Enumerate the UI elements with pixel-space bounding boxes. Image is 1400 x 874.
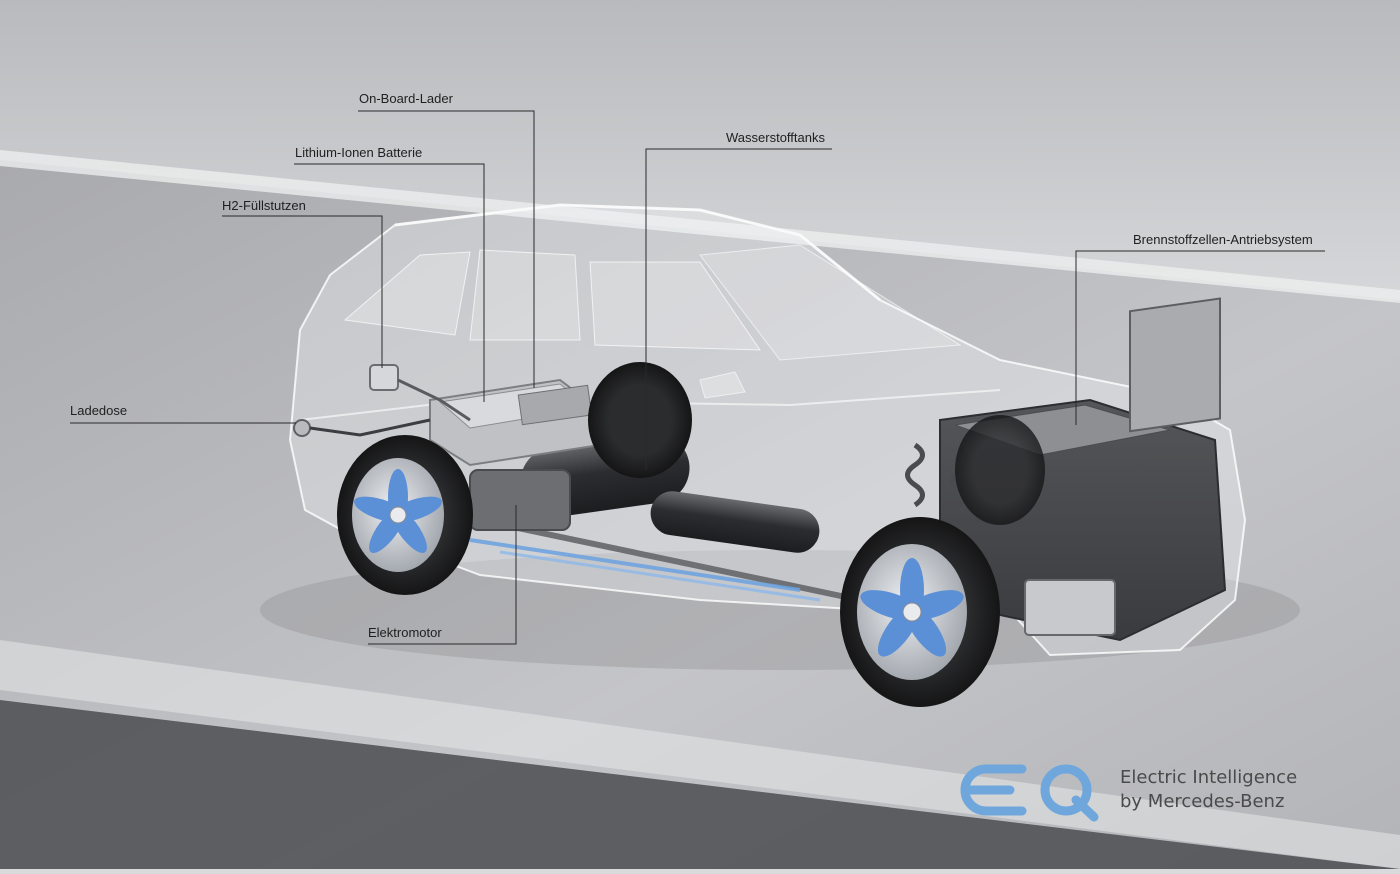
leader-fuel-cell xyxy=(1075,250,1325,425)
road-edge-line xyxy=(0,150,1400,303)
label-battery: Lithium-Ionen Batterie xyxy=(295,145,423,160)
charging-socket-part xyxy=(293,419,311,437)
charging-cable xyxy=(309,418,431,437)
label-fuel-cell-system: Brennstoffzellen-Antriebsystem xyxy=(1133,232,1313,247)
leader-on-board-charger xyxy=(358,110,535,388)
leader-hydrogen-tanks xyxy=(645,148,832,470)
label-h2-filler: H2-Füllstutzen xyxy=(222,198,306,213)
road-lane-marking xyxy=(0,640,1400,869)
car-window-middle xyxy=(469,249,581,341)
car-window-rear xyxy=(343,251,471,336)
front-radiator xyxy=(1129,297,1221,433)
front-rim-accents xyxy=(860,558,964,657)
leader-battery xyxy=(294,163,485,402)
coolant-line xyxy=(499,550,821,602)
suspension-spring xyxy=(905,442,925,508)
electric-motor-unit xyxy=(469,469,571,531)
grille xyxy=(1024,579,1116,636)
car-windshield xyxy=(699,244,962,361)
tagline-line1: Electric Intelligence xyxy=(1120,767,1298,788)
rear-wheel-far xyxy=(588,362,692,478)
label-hydrogen-tanks: Wasserstofftanks xyxy=(726,130,825,145)
h2-filler-neck xyxy=(369,364,399,391)
tagline-line2: by Mercedes-Benz xyxy=(1120,791,1285,812)
hydrogen-tank-long xyxy=(650,491,820,553)
brand-tagline: Electric Intelligence by Mercedes-Benz xyxy=(1120,766,1297,814)
on-board-charger xyxy=(517,384,593,426)
car-side-mirror xyxy=(699,371,746,399)
leader-h2-filler xyxy=(222,215,383,368)
leader-electric-motor xyxy=(368,505,517,645)
coolant-line xyxy=(469,538,801,592)
label-charging-socket: Ladedose xyxy=(70,403,128,418)
h2-filler-pipe xyxy=(397,378,471,422)
label-electric-motor: Elektromotor xyxy=(368,625,442,640)
car-roofline xyxy=(394,203,881,302)
car-window-front xyxy=(589,261,761,351)
eq-logo xyxy=(960,764,1099,822)
label-on-board-charger: On-Board-Lader xyxy=(359,91,453,106)
front-wheel-far xyxy=(955,415,1045,525)
road-shoulder-dark xyxy=(0,700,1400,869)
rear-rim-accents xyxy=(354,469,442,553)
